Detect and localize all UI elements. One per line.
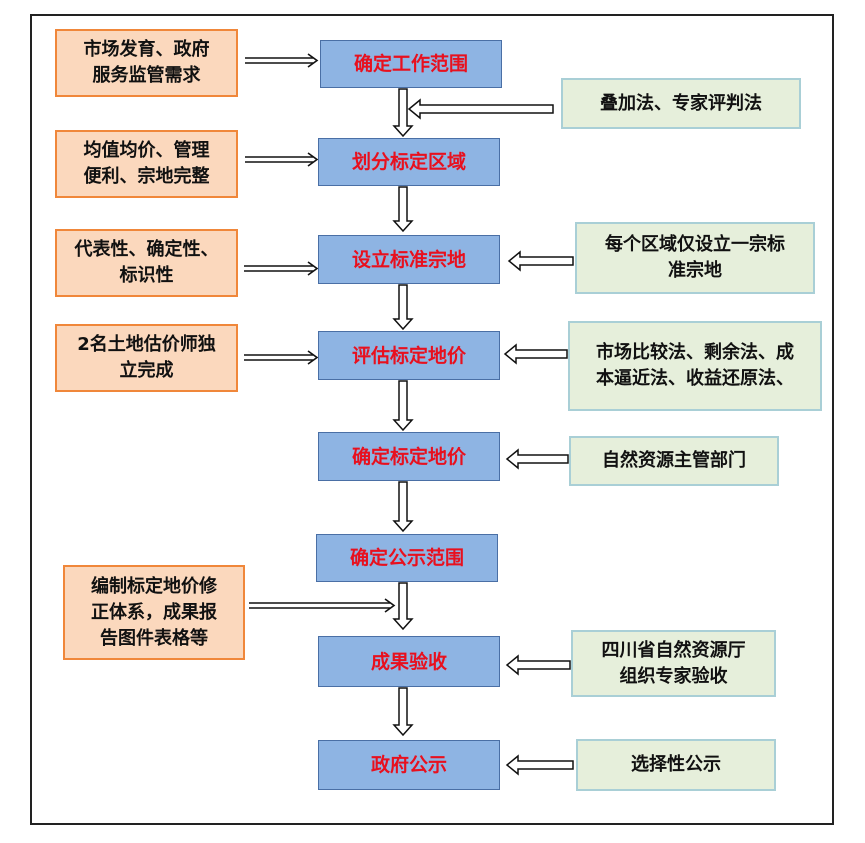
input-box-4: 2名土地估价师独 立完成 (55, 324, 238, 392)
step-label-4: 评估标定地价 (351, 344, 466, 367)
input-box-3: 代表性、确定性、 标识性 (55, 229, 238, 297)
input-2-line-1: 均值均价、管理 (83, 140, 210, 161)
method-box-3: 市场比较法、剩余法、成 本逼近法、收益还原法、 (568, 321, 822, 411)
method-4-line-1: 自然资源主管部门 (602, 450, 746, 471)
step-label-7: 成果验收 (370, 650, 447, 673)
arrow-left-m3 (503, 343, 568, 365)
arrow-left-m1 (407, 98, 554, 120)
arrow-left-m5 (505, 654, 571, 676)
method-box-5: 四川省自然资源厅 组织专家验收 (571, 630, 776, 697)
method-box-1: 叠加法、专家评判法 (561, 78, 801, 129)
diagram-frame (30, 14, 834, 825)
step-box-6: 确定公示范围 (316, 534, 498, 582)
method-1-line-1: 叠加法、专家评判法 (600, 92, 762, 114)
step-label-1: 确定工作范围 (353, 53, 468, 75)
step-box-8: 政府公示 (318, 740, 500, 790)
arrow-down-6 (392, 582, 414, 631)
arrow-down-4 (392, 380, 414, 432)
input-4-line-1: 2名土地估价师独 (77, 334, 216, 355)
step-box-1: 确定工作范围 (320, 40, 502, 88)
step-label-6: 确定公示范围 (349, 547, 464, 569)
arrow-down-7 (392, 687, 414, 737)
method-box-2: 每个区域仅设立一宗标 准宗地 (575, 222, 815, 294)
step-label-3: 设立标准宗地 (351, 248, 466, 271)
method-5-line-2: 组织专家验收 (619, 665, 728, 687)
step-box-2: 划分标定区域 (318, 138, 500, 186)
step-box-4: 评估标定地价 (318, 331, 500, 380)
arrow-down-3 (392, 284, 414, 331)
method-box-4: 自然资源主管部门 (569, 436, 779, 486)
input-2-line-2: 便利、宗地完整 (83, 166, 210, 187)
input-1-line-1: 市场发育、政府 (83, 39, 210, 60)
method-6-line-1: 选择性公示 (631, 754, 721, 775)
step-box-5: 确定标定地价 (318, 432, 500, 481)
step-label-8: 政府公示 (370, 754, 447, 776)
input-box-1: 市场发育、政府 服务监管需求 (55, 29, 238, 97)
step-label-2: 划分标定区域 (351, 151, 466, 173)
method-3-line-1: 市场比较法、剩余法、成 (596, 342, 794, 363)
input-5-line-1: 编制标定地价修 (91, 575, 217, 597)
arrow-left-m4 (505, 448, 569, 470)
arrow-left-m6 (505, 754, 574, 776)
method-5-line-1: 四川省自然资源厅 (601, 639, 746, 661)
method-2-line-2: 准宗地 (668, 260, 722, 281)
input-box-2: 均值均价、管理 便利、宗地完整 (55, 130, 238, 198)
input-4-line-2: 立完成 (119, 360, 174, 381)
method-box-6: 选择性公示 (576, 739, 776, 791)
input-5-line-3: 告图件表格等 (100, 627, 208, 649)
arrow-down-2 (392, 186, 414, 233)
step-box-7: 成果验收 (318, 636, 500, 687)
arrow-left-m2 (507, 250, 574, 272)
step-label-5: 确定标定地价 (351, 445, 466, 468)
input-3-line-1: 代表性、确定性、 (74, 239, 219, 260)
arrow-down-1 (392, 88, 414, 138)
input-box-5: 编制标定地价修 正体系，成果报 告图件表格等 (63, 565, 245, 660)
input-3-line-2: 标识性 (119, 265, 174, 286)
input-1-line-2: 服务监管需求 (92, 65, 201, 86)
input-5-line-2: 正体系，成果报 (91, 601, 217, 623)
method-2-line-1: 每个区域仅设立一宗标 (605, 234, 785, 255)
arrow-down-5 (392, 481, 414, 533)
method-3-line-2: 本逼近法、收益还原法、 (596, 368, 794, 389)
step-box-3: 设立标准宗地 (318, 235, 500, 284)
